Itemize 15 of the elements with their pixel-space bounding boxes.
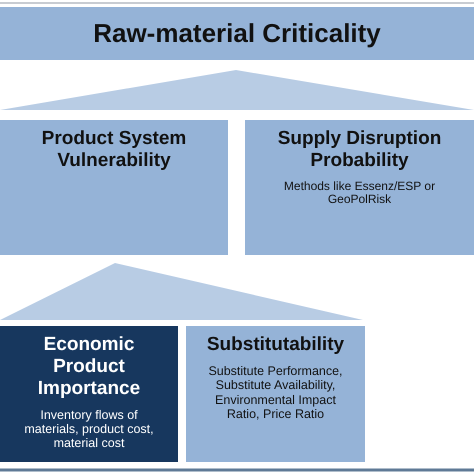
box-description: Substitute Performance, Substitute Availability, Environmental Impact Ratio, Price Ratio xyxy=(207,364,344,422)
category-box xyxy=(0,120,228,255)
box-description: Inventory flows of materials, product cost, material cost xyxy=(23,408,155,451)
box-heading: Economic Product Importance xyxy=(36,334,142,400)
category-box xyxy=(245,120,474,255)
box-heading: Supply Disruption Probability xyxy=(276,128,442,172)
roof-triangle xyxy=(0,70,474,110)
box-description: Methods like Essenz/ESP or GeoPolRisk xyxy=(282,180,436,208)
box-heading: Raw-material Criticality xyxy=(93,18,381,48)
category-box xyxy=(186,326,365,462)
category-box xyxy=(0,326,178,462)
roof-triangle xyxy=(0,263,363,320)
box-heading: Substitutability xyxy=(206,334,344,356)
category-box xyxy=(0,7,474,60)
box-heading: Product System Vulnerability xyxy=(40,128,188,172)
